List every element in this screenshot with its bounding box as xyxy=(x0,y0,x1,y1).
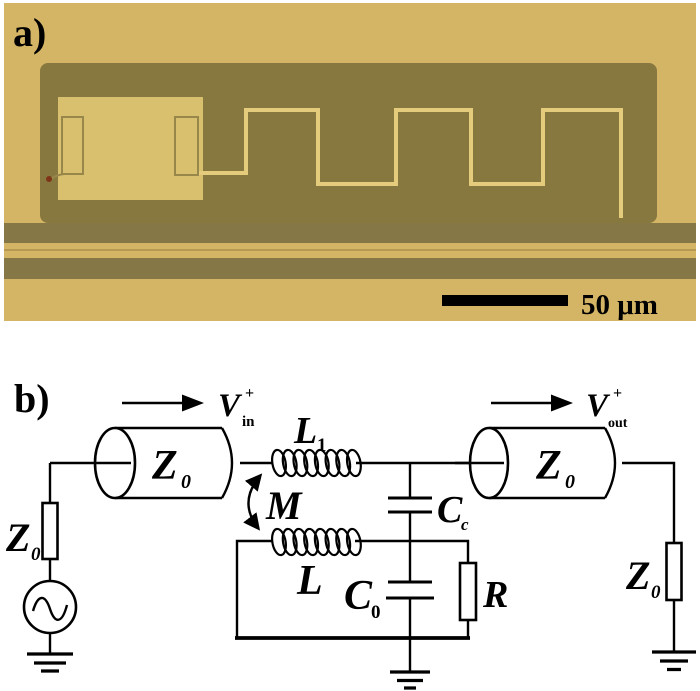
ground-symbol-center xyxy=(390,670,430,690)
defect-dot xyxy=(46,176,52,182)
inductor-l-coil xyxy=(269,526,364,558)
tline-left-label-sub: 0 xyxy=(181,471,191,493)
tline-left-body xyxy=(115,426,234,500)
vin-label-sup: + xyxy=(245,385,254,402)
coupling-pad xyxy=(58,97,203,200)
capacitor-c0-label: C xyxy=(344,573,373,619)
tline-right-label-sub: 0 xyxy=(565,471,575,493)
tline-left-body-fill xyxy=(115,428,232,498)
resonator-loop-wires xyxy=(235,539,470,638)
tline-right-body-fill xyxy=(489,428,615,498)
load-impedance-label: Z xyxy=(625,553,650,598)
ground-stripe-bottom xyxy=(4,258,696,279)
scale-bar-label: 50 μm xyxy=(581,289,658,321)
source-impedance-label-sub: 0 xyxy=(31,544,41,565)
ground-symbol-left xyxy=(27,652,73,673)
resistor-r xyxy=(458,561,478,622)
inductor-l1-label: L xyxy=(293,410,317,452)
ground-symbol-right xyxy=(652,650,696,672)
vout-label-sup: + xyxy=(613,385,622,402)
pad-inner-loop-right xyxy=(174,116,199,176)
pad-inner-loop-left xyxy=(61,116,84,175)
source-impedance-label: Z xyxy=(5,515,30,560)
meander-trace xyxy=(199,108,623,218)
vout-label: V xyxy=(586,388,611,424)
vin-label-sub: in xyxy=(242,414,255,430)
vout-label-sub: out xyxy=(608,416,628,431)
vin-label: V xyxy=(218,388,243,424)
scale-bar xyxy=(442,295,568,306)
tline-right-body xyxy=(489,426,617,500)
capacitor-c0-label-sub: 0 xyxy=(371,602,381,623)
inductor-l1-label-sub: 1 xyxy=(317,435,327,456)
load-impedance-resistor xyxy=(665,541,683,602)
mutual-inductance-label: M xyxy=(265,483,303,528)
resistor-r-label: R xyxy=(482,574,508,616)
circuit-panel: b) Z 0 Z 0 V + in L 1 M L xyxy=(5,376,696,690)
load-branch-wires xyxy=(622,461,676,652)
center-conductor-line xyxy=(4,249,696,251)
micrograph-panel: 50 μm a) xyxy=(4,3,696,321)
tline-left-label: Z xyxy=(151,443,178,489)
vout-arrow-head xyxy=(551,394,573,412)
panel-b-label: b) xyxy=(14,376,50,421)
load-impedance-label-sub: 0 xyxy=(651,582,661,603)
mutual-coupling-arrow xyxy=(243,473,263,531)
panel-a-label: a) xyxy=(13,10,46,55)
capacitor-c0 xyxy=(386,580,434,600)
capacitor-cc xyxy=(388,496,432,514)
sine-wave-icon xyxy=(31,596,69,621)
capacitor-cc-label: C xyxy=(437,489,463,531)
ground-stripe-top xyxy=(4,223,696,243)
inductor-l-label: L xyxy=(296,558,323,604)
capacitor-cc-label-sub: c xyxy=(461,515,469,534)
vin-arrow-head xyxy=(182,394,204,412)
tline-right-label: Z xyxy=(535,443,562,489)
source-impedance-resistor xyxy=(41,501,59,561)
